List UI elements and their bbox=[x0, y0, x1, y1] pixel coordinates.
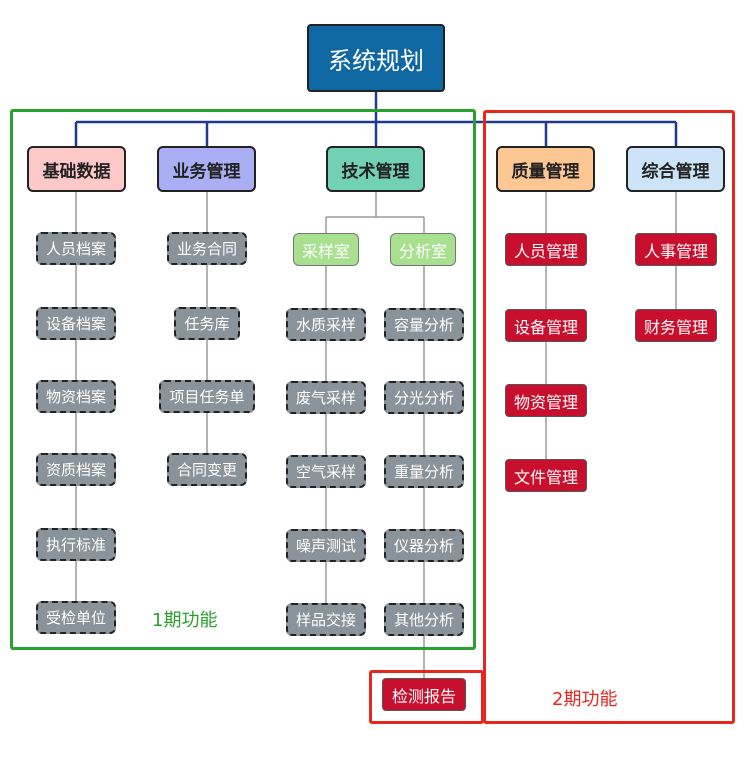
caiyang-item[interactable]: 空气采样 bbox=[286, 455, 366, 488]
jichu-item[interactable]: 设备档案 bbox=[36, 307, 116, 340]
zhiliang-item[interactable]: 设备管理 bbox=[505, 309, 587, 342]
jichu-item[interactable]: 执行标准 bbox=[36, 528, 116, 561]
fenxi-item[interactable]: 分光分析 bbox=[384, 381, 464, 414]
fenxi-item[interactable]: 其他分析 bbox=[384, 603, 464, 636]
jichu-item[interactable]: 受检单位 bbox=[36, 601, 116, 634]
fenxi-item[interactable]: 重量分析 bbox=[384, 455, 464, 488]
node-caiyangshi[interactable]: 采样室 bbox=[293, 233, 359, 266]
yewu-item[interactable]: 合同变更 bbox=[167, 453, 247, 486]
report-node[interactable]: 检测报告 bbox=[382, 678, 466, 711]
jichu-item[interactable]: 物资档案 bbox=[36, 380, 116, 413]
caiyang-item[interactable]: 废气采样 bbox=[286, 381, 366, 414]
caiyang-item[interactable]: 水质采样 bbox=[286, 308, 366, 341]
zonghe-item[interactable]: 人事管理 bbox=[635, 233, 717, 266]
yewu-item[interactable]: 业务合同 bbox=[167, 232, 247, 265]
jichu-item[interactable]: 人员档案 bbox=[36, 232, 116, 265]
zonghe-item[interactable]: 财务管理 bbox=[635, 309, 717, 342]
yewu-item[interactable]: 项目任务单 bbox=[159, 380, 255, 413]
node-fenxishi[interactable]: 分析室 bbox=[390, 233, 456, 266]
node-zonghe-guanli[interactable]: 综合管理 bbox=[626, 146, 725, 192]
caiyang-item[interactable]: 噪声测试 bbox=[286, 529, 366, 562]
yewu-item[interactable]: 任务库 bbox=[174, 307, 240, 340]
zhiliang-item[interactable]: 物资管理 bbox=[505, 384, 587, 417]
node-jishu-guanli[interactable]: 技术管理 bbox=[326, 146, 425, 192]
node-zhiliang-guanli[interactable]: 质量管理 bbox=[496, 146, 595, 192]
zhiliang-item[interactable]: 文件管理 bbox=[505, 459, 587, 492]
zhiliang-item[interactable]: 人员管理 bbox=[505, 233, 587, 266]
phase2-region bbox=[483, 110, 735, 724]
phase1-label: 1期功能 bbox=[152, 610, 218, 631]
node-yewu-guanli[interactable]: 业务管理 bbox=[157, 146, 256, 192]
jichu-item[interactable]: 资质档案 bbox=[36, 453, 116, 486]
caiyang-item[interactable]: 样品交接 bbox=[286, 603, 366, 636]
fenxi-item[interactable]: 仪器分析 bbox=[384, 529, 464, 562]
node-jichu-shuju[interactable]: 基础数据 bbox=[27, 146, 126, 192]
phase2-label: 2期功能 bbox=[552, 689, 618, 710]
root-node[interactable]: 系统规划 bbox=[307, 24, 445, 92]
fenxi-item[interactable]: 容量分析 bbox=[384, 308, 464, 341]
report-region bbox=[369, 670, 484, 724]
phase1-region bbox=[10, 109, 476, 650]
